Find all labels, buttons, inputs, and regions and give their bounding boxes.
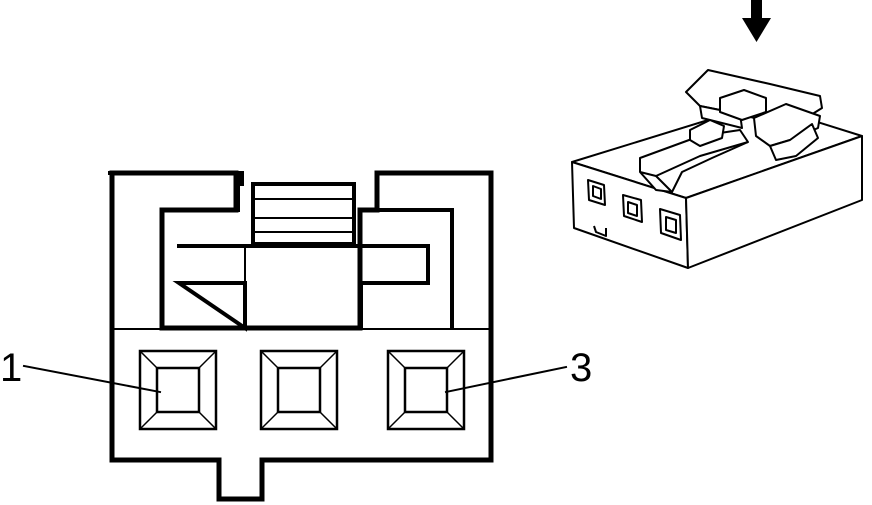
housing-inner-step-right bbox=[375, 208, 454, 330]
iso-latch-wing bbox=[769, 123, 819, 161]
latch-top bbox=[251, 182, 356, 246]
arrow-down-icon bbox=[742, 0, 771, 42]
iso-cavity-3 bbox=[659, 208, 682, 241]
housing-outer-border bbox=[109, 170, 494, 502]
terminal-cavity-1 bbox=[138, 349, 218, 431]
iso-body-right bbox=[685, 135, 863, 269]
pin-3-leader-line bbox=[444, 365, 568, 394]
connector-isometric-view bbox=[571, 0, 863, 269]
pin-1-leader-line bbox=[22, 364, 162, 394]
iso-front-lip bbox=[593, 225, 607, 237]
housing-outline bbox=[108, 171, 244, 330]
pin-1-label: 1 bbox=[0, 346, 22, 390]
iso-cavity-1 bbox=[587, 179, 606, 206]
iso-cavity-2 bbox=[622, 194, 643, 223]
iso-latch-lever-ridge bbox=[655, 141, 749, 177]
latch-crossbar bbox=[172, 244, 430, 332]
connector-face-view bbox=[22, 170, 568, 502]
terminal-cavity-3 bbox=[386, 349, 466, 431]
pin-3-label: 3 bbox=[570, 346, 592, 390]
iso-latch-lever-top bbox=[689, 119, 725, 147]
terminal-cavity-2 bbox=[259, 349, 339, 431]
